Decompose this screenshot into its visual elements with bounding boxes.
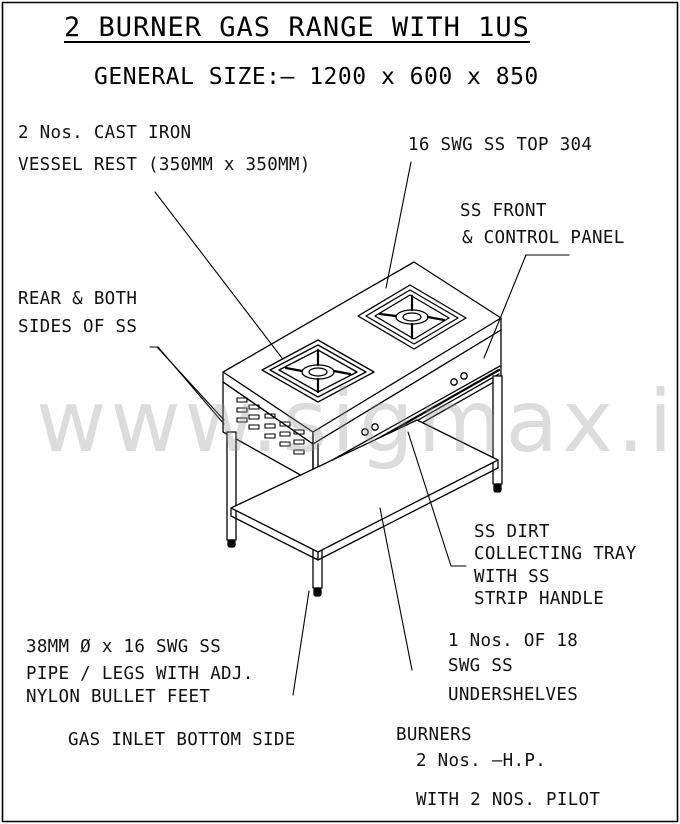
label-burners-2: 2 Nos. –H.P.: [416, 751, 547, 771]
label-top: 16 SWG SS TOP 304: [408, 135, 593, 155]
side-louvres: [236, 397, 305, 455]
label-undershelf-2: SWG SS: [448, 656, 514, 676]
label-gas-inlet: GAS INLET BOTTOM SIDE: [68, 730, 296, 750]
label-vessel-rest-1: 2 Nos. CAST IRON: [18, 123, 192, 143]
bullet-feet: [227, 483, 502, 597]
label-dirt-tray-2: COLLECTING TRAY: [474, 544, 637, 564]
label-dirt-tray-1: SS DIRT: [474, 522, 550, 542]
label-undershelf-1: 1 Nos. OF 18: [448, 631, 579, 651]
dirt-tray: [317, 365, 501, 469]
label-legs-3: NYLON BULLET FEET: [26, 687, 211, 707]
label-rear-sides-2: SIDES OF SS: [18, 317, 138, 337]
label-front-panel-2: & CONTROL PANEL: [462, 228, 625, 248]
burner-left: [261, 339, 375, 403]
general-size: GENERAL SIZE:– 1200 x 600 x 850: [94, 64, 539, 90]
label-undershelf-3: UNDERSHELVES: [448, 685, 579, 705]
leader-lines: [149, 161, 570, 696]
table-top: [222, 261, 502, 433]
label-vessel-rest-2: VESSEL REST (350MM x 350MM): [18, 155, 311, 175]
label-dirt-tray-3: WITH SS: [474, 567, 550, 587]
label-legs-1: 38MM Ø x 16 SWG SS: [26, 637, 222, 657]
label-rear-sides-1: REAR & BOTH: [18, 289, 138, 309]
control-knobs: [361, 372, 468, 436]
burner-right: [357, 284, 467, 350]
label-burners-3: WITH 2 NOS. PILOT: [416, 790, 601, 810]
label-legs-2: PIPE / LEGS WITH ADJ.: [26, 664, 254, 684]
label-burners-1: BURNERS: [396, 725, 472, 745]
label-front-panel-1: SS FRONT: [460, 201, 547, 221]
label-dirt-tray-4: STRIP HANDLE: [474, 589, 605, 609]
drawing-title: 2 BURNER GAS RANGE WITH 1US: [64, 12, 530, 43]
